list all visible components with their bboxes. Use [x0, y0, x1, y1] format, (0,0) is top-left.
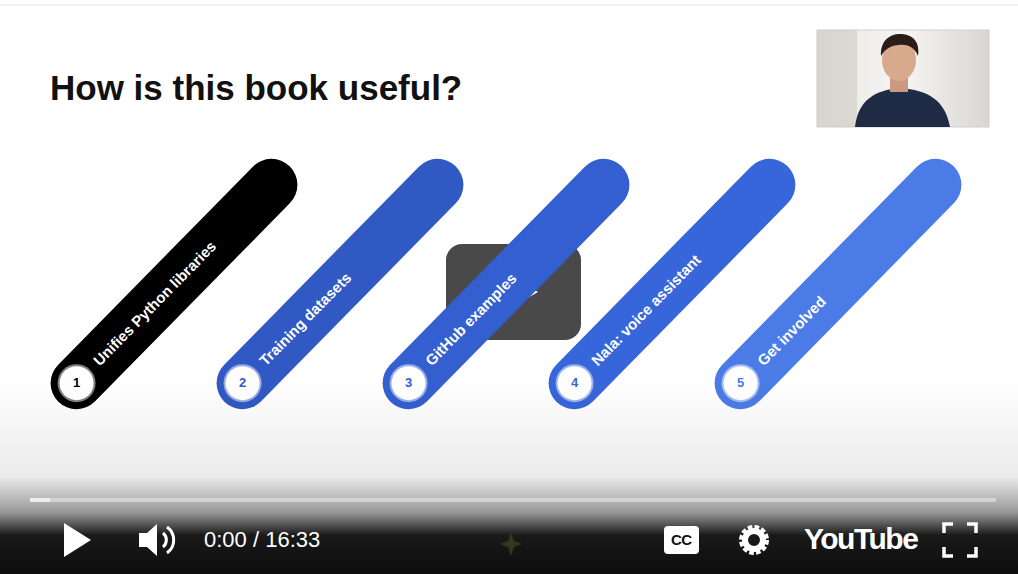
- volume-wave: [167, 527, 174, 553]
- volume-icon: [139, 524, 157, 556]
- top-rule: [0, 5, 1018, 6]
- channel-mark: [500, 532, 522, 556]
- fullscreen-icon: [944, 524, 976, 556]
- webcam-wall: [817, 30, 857, 127]
- webcam-inset: [817, 30, 989, 127]
- webcam-hair: [881, 34, 918, 56]
- webcam-frame: [817, 30, 989, 127]
- volume-wave: [163, 533, 166, 547]
- bottom-shade: [0, 380, 1018, 574]
- gear-teeth: [742, 528, 766, 552]
- gear-icon: [745, 531, 763, 549]
- youtube-logo: YouTube: [804, 522, 917, 556]
- time-display: 0:00 / 16:33: [204, 527, 320, 553]
- slide-title: How is this book useful?: [50, 68, 462, 108]
- progress-buffer: [30, 498, 50, 502]
- play-icon: [64, 523, 91, 557]
- cc-button: CC: [664, 526, 699, 554]
- progress-track: [30, 498, 996, 502]
- webcam-jacket: [855, 88, 950, 127]
